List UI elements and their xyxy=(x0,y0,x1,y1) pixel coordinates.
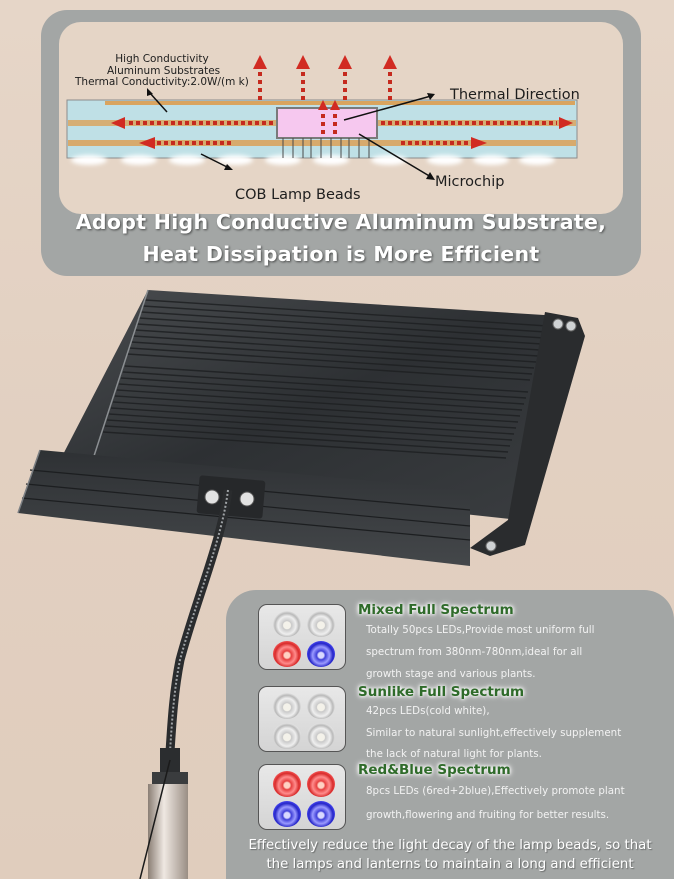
headline-line1: Adopt High Conductive Aluminum Substrate… xyxy=(75,210,607,234)
spectrum-desc-line: 8pcs LEDs (6red+2blue),Effectively promo… xyxy=(366,785,625,797)
footer-text-line1: Effectively reduce the light decay of th… xyxy=(248,838,652,853)
cob-lamp-beads-label: COB Lamp Beads xyxy=(235,187,361,203)
led-white-icon xyxy=(307,723,335,749)
spectrum-desc-line: growth,flowering and fruiting for better… xyxy=(366,809,610,821)
led-grid-mixed xyxy=(258,604,346,670)
spectrum-desc-line: the lack of natural light for plants. xyxy=(366,748,542,760)
spectrum-title: Red&Blue Spectrum xyxy=(358,762,511,778)
led-white-icon xyxy=(273,723,301,749)
spectrum-desc-line: Totally 50pcs LEDs,Provide most uniform … xyxy=(366,624,595,636)
headline-line2: Heat Dissipation is More Efficient xyxy=(142,242,540,266)
thermal-diagram xyxy=(66,55,578,180)
led-white-icon xyxy=(273,611,301,637)
led-white-icon xyxy=(307,611,335,637)
led-white-icon xyxy=(307,693,335,719)
spectrum-desc-line: spectrum from 380nm-780nm,ideal for all xyxy=(366,646,583,658)
substrate-label-line1: High Conductivity xyxy=(115,53,209,65)
substrate-label-line2: Aluminum Substrates xyxy=(107,64,221,77)
substrate-label: High Conductivity Aluminum Substrates xyxy=(107,53,221,77)
led-blue-icon xyxy=(307,801,335,827)
led-white-icon xyxy=(273,693,301,719)
led-grid-sunlike xyxy=(258,686,346,752)
microchip-label: Microchip xyxy=(435,174,505,190)
spectrum-title: Sunlike Full Spectrum xyxy=(358,684,525,700)
gooseneck-arm xyxy=(165,489,233,753)
spectrum-desc-line: growth stage and various plants. xyxy=(366,668,536,680)
thermal-diagram-card: High Conductivity Aluminum Substrates Th… xyxy=(59,22,623,214)
spectrum-title: Mixed Full Spectrum xyxy=(358,602,514,618)
footer-text-line2: the lamps and lanterns to maintain a lon… xyxy=(266,857,634,872)
thermal-conductivity-label: Thermal Conductivity:2.0W/(m k) xyxy=(75,76,249,88)
led-grid-red-blue xyxy=(258,764,346,830)
led-red-icon xyxy=(273,641,301,667)
spectrum-panel: Mixed Full Spectrum Totally 50pcs LEDs,P… xyxy=(226,590,674,879)
thermal-info-panel: High Conductivity Aluminum Substrates Th… xyxy=(41,10,641,276)
led-blue-icon xyxy=(307,641,335,667)
led-red-icon xyxy=(273,771,301,797)
led-blue-icon xyxy=(273,801,301,827)
thermal-direction-label: Thermal Direction xyxy=(450,87,580,103)
heatsink-panel xyxy=(17,289,585,566)
led-red-icon xyxy=(307,771,335,797)
spectrum-desc-line: 42pcs LEDs(cold white), xyxy=(366,705,490,717)
spectrum-desc-line: Similar to natural sunlight,effectively … xyxy=(366,727,622,739)
